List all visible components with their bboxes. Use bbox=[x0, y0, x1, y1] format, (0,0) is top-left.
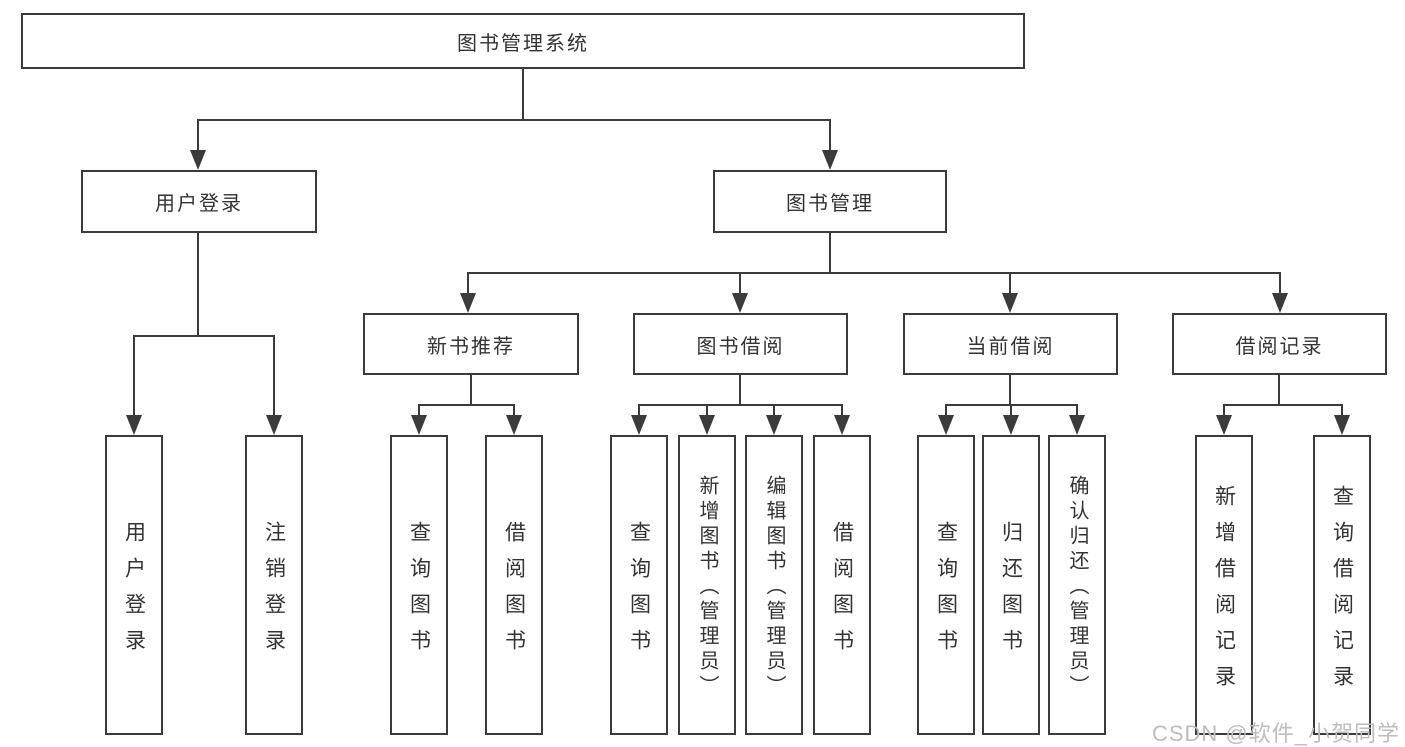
arrowhead-book-management bbox=[822, 150, 838, 170]
csdn-watermark: CSDN @软件_小贺同学 bbox=[1151, 721, 1400, 746]
connector-to-new-book-recommend bbox=[467, 272, 469, 295]
node-current-borrowing-label: 当前借阅 bbox=[966, 335, 1055, 358]
connector-to-bb-query bbox=[638, 404, 640, 417]
connector-level1-branch bbox=[197, 119, 831, 121]
leaf-label: 注销登录 bbox=[262, 520, 286, 665]
connector-to-book-management bbox=[829, 119, 831, 152]
leaf-label: 查询借阅记录 bbox=[1330, 484, 1354, 701]
connector-to-nb-query bbox=[418, 404, 420, 417]
connector-to-leaf-logout bbox=[273, 335, 275, 416]
arrowhead-borrowing-records bbox=[1272, 293, 1288, 313]
leaf-label: 查询图书 bbox=[934, 520, 958, 665]
connector-to-br-add bbox=[1223, 404, 1225, 417]
leaf-label: 用户登录 bbox=[122, 520, 146, 665]
leaf-label: 查询图书 bbox=[627, 520, 651, 665]
connector-to-br-query bbox=[1341, 404, 1343, 417]
connector-new-book-stem bbox=[470, 375, 472, 406]
leaf-label: 借阅图书 bbox=[502, 520, 526, 665]
leaf-bb-add-books-admin: 新增图书（管理员） bbox=[678, 435, 736, 735]
connector-to-leaf-login bbox=[133, 335, 135, 416]
connector-to-current-borrowing bbox=[1009, 272, 1011, 295]
connector-to-user-login bbox=[197, 119, 199, 152]
leaf-label: 借阅图书 bbox=[830, 520, 854, 665]
connector-user-login-stem bbox=[197, 233, 199, 337]
node-user-login: 用户登录 bbox=[81, 170, 317, 233]
node-current-borrowing: 当前借阅 bbox=[903, 313, 1118, 375]
leaf-logout: 注销登录 bbox=[245, 435, 303, 735]
arrowhead-br-add bbox=[1216, 415, 1232, 435]
connector-book-borrowing-branch bbox=[638, 404, 843, 406]
arrowhead-user-login bbox=[190, 150, 206, 170]
leaf-bb-edit-books-admin: 编辑图书（管理员） bbox=[745, 435, 803, 735]
node-borrowing-records-label: 借阅记录 bbox=[1235, 335, 1324, 358]
node-book-management: 图书管理 bbox=[713, 170, 947, 233]
node-new-book-recommend-label: 新书推荐 bbox=[427, 335, 515, 358]
connector-to-cb-confirm bbox=[1076, 404, 1078, 417]
connector-to-bb-borrow bbox=[841, 404, 843, 417]
leaf-br-add-record: 新增借阅记录 bbox=[1195, 435, 1253, 735]
leaf-br-query-record: 查询借阅记录 bbox=[1313, 435, 1371, 735]
leaf-bb-borrow-books: 借阅图书 bbox=[813, 435, 871, 735]
leaf-cb-query-books: 查询图书 bbox=[917, 435, 975, 735]
connector-book-borrowing-stem bbox=[739, 375, 741, 406]
node-book-borrowing: 图书借阅 bbox=[633, 313, 848, 375]
arrowhead-bb-add bbox=[699, 415, 715, 435]
leaf-label: 编辑图书（管理员） bbox=[763, 475, 785, 700]
leaf-label: 归还图书 bbox=[999, 520, 1023, 665]
connector-to-cb-query bbox=[945, 404, 947, 417]
leaf-label: 新增图书（管理员） bbox=[696, 475, 718, 700]
connector-to-borrowing-records bbox=[1279, 272, 1281, 295]
arrowhead-book-borrowing bbox=[732, 293, 748, 313]
node-new-book-recommend: 新书推荐 bbox=[363, 313, 579, 375]
connector-book-management-stem bbox=[829, 233, 831, 274]
connector-user-login-branch bbox=[133, 335, 275, 337]
node-book-management-label: 图书管理 bbox=[786, 193, 874, 215]
arrowhead-cb-return bbox=[1003, 415, 1019, 435]
arrowhead-new-book-recommend bbox=[460, 293, 476, 313]
arrowhead-cb-confirm bbox=[1069, 415, 1085, 435]
connector-current-borrowing-stem bbox=[1009, 375, 1011, 406]
node-user-login-label: 用户登录 bbox=[155, 193, 243, 215]
connector-level3-branch bbox=[467, 272, 1281, 274]
leaf-user-login: 用户登录 bbox=[105, 435, 163, 735]
connector-borrowing-records-branch bbox=[1223, 404, 1343, 406]
node-root: 图书管理系统 bbox=[21, 13, 1025, 69]
arrowhead-bb-query bbox=[631, 415, 647, 435]
node-book-borrowing-label: 图书借阅 bbox=[696, 335, 785, 358]
arrowhead-nb-borrow bbox=[506, 415, 522, 435]
arrowhead-leaf-login bbox=[126, 415, 142, 435]
node-root-label: 图书管理系统 bbox=[457, 32, 589, 55]
connector-to-cb-return bbox=[1010, 404, 1012, 417]
leaf-bb-query-books: 查询图书 bbox=[610, 435, 668, 735]
connector-to-bb-edit bbox=[773, 404, 775, 417]
connector-borrowing-records-stem bbox=[1278, 375, 1280, 406]
leaf-label: 确认归还（管理员） bbox=[1066, 475, 1088, 700]
node-borrowing-records: 借阅记录 bbox=[1172, 313, 1387, 375]
arrowhead-bb-edit bbox=[766, 415, 782, 435]
arrowhead-bb-borrow bbox=[834, 415, 850, 435]
connector-new-book-branch bbox=[418, 404, 515, 406]
connector-to-book-borrowing bbox=[739, 272, 741, 295]
leaf-cb-confirm-return-admin: 确认归还（管理员） bbox=[1048, 435, 1106, 735]
arrowhead-current-borrowing bbox=[1002, 293, 1018, 313]
leaf-label: 新增借阅记录 bbox=[1212, 484, 1236, 701]
connector-root-stem bbox=[522, 69, 524, 121]
leaf-cb-return-books: 归还图书 bbox=[982, 435, 1040, 735]
leaf-nb-query-books: 查询图书 bbox=[390, 435, 448, 735]
arrowhead-cb-query bbox=[938, 415, 954, 435]
connector-to-nb-borrow bbox=[513, 404, 515, 417]
connector-to-bb-add bbox=[706, 404, 708, 417]
leaf-nb-borrow-books: 借阅图书 bbox=[485, 435, 543, 735]
arrowhead-leaf-logout bbox=[266, 415, 282, 435]
arrowhead-br-query bbox=[1334, 415, 1350, 435]
leaf-label: 查询图书 bbox=[407, 520, 431, 665]
arrowhead-nb-query bbox=[411, 415, 427, 435]
